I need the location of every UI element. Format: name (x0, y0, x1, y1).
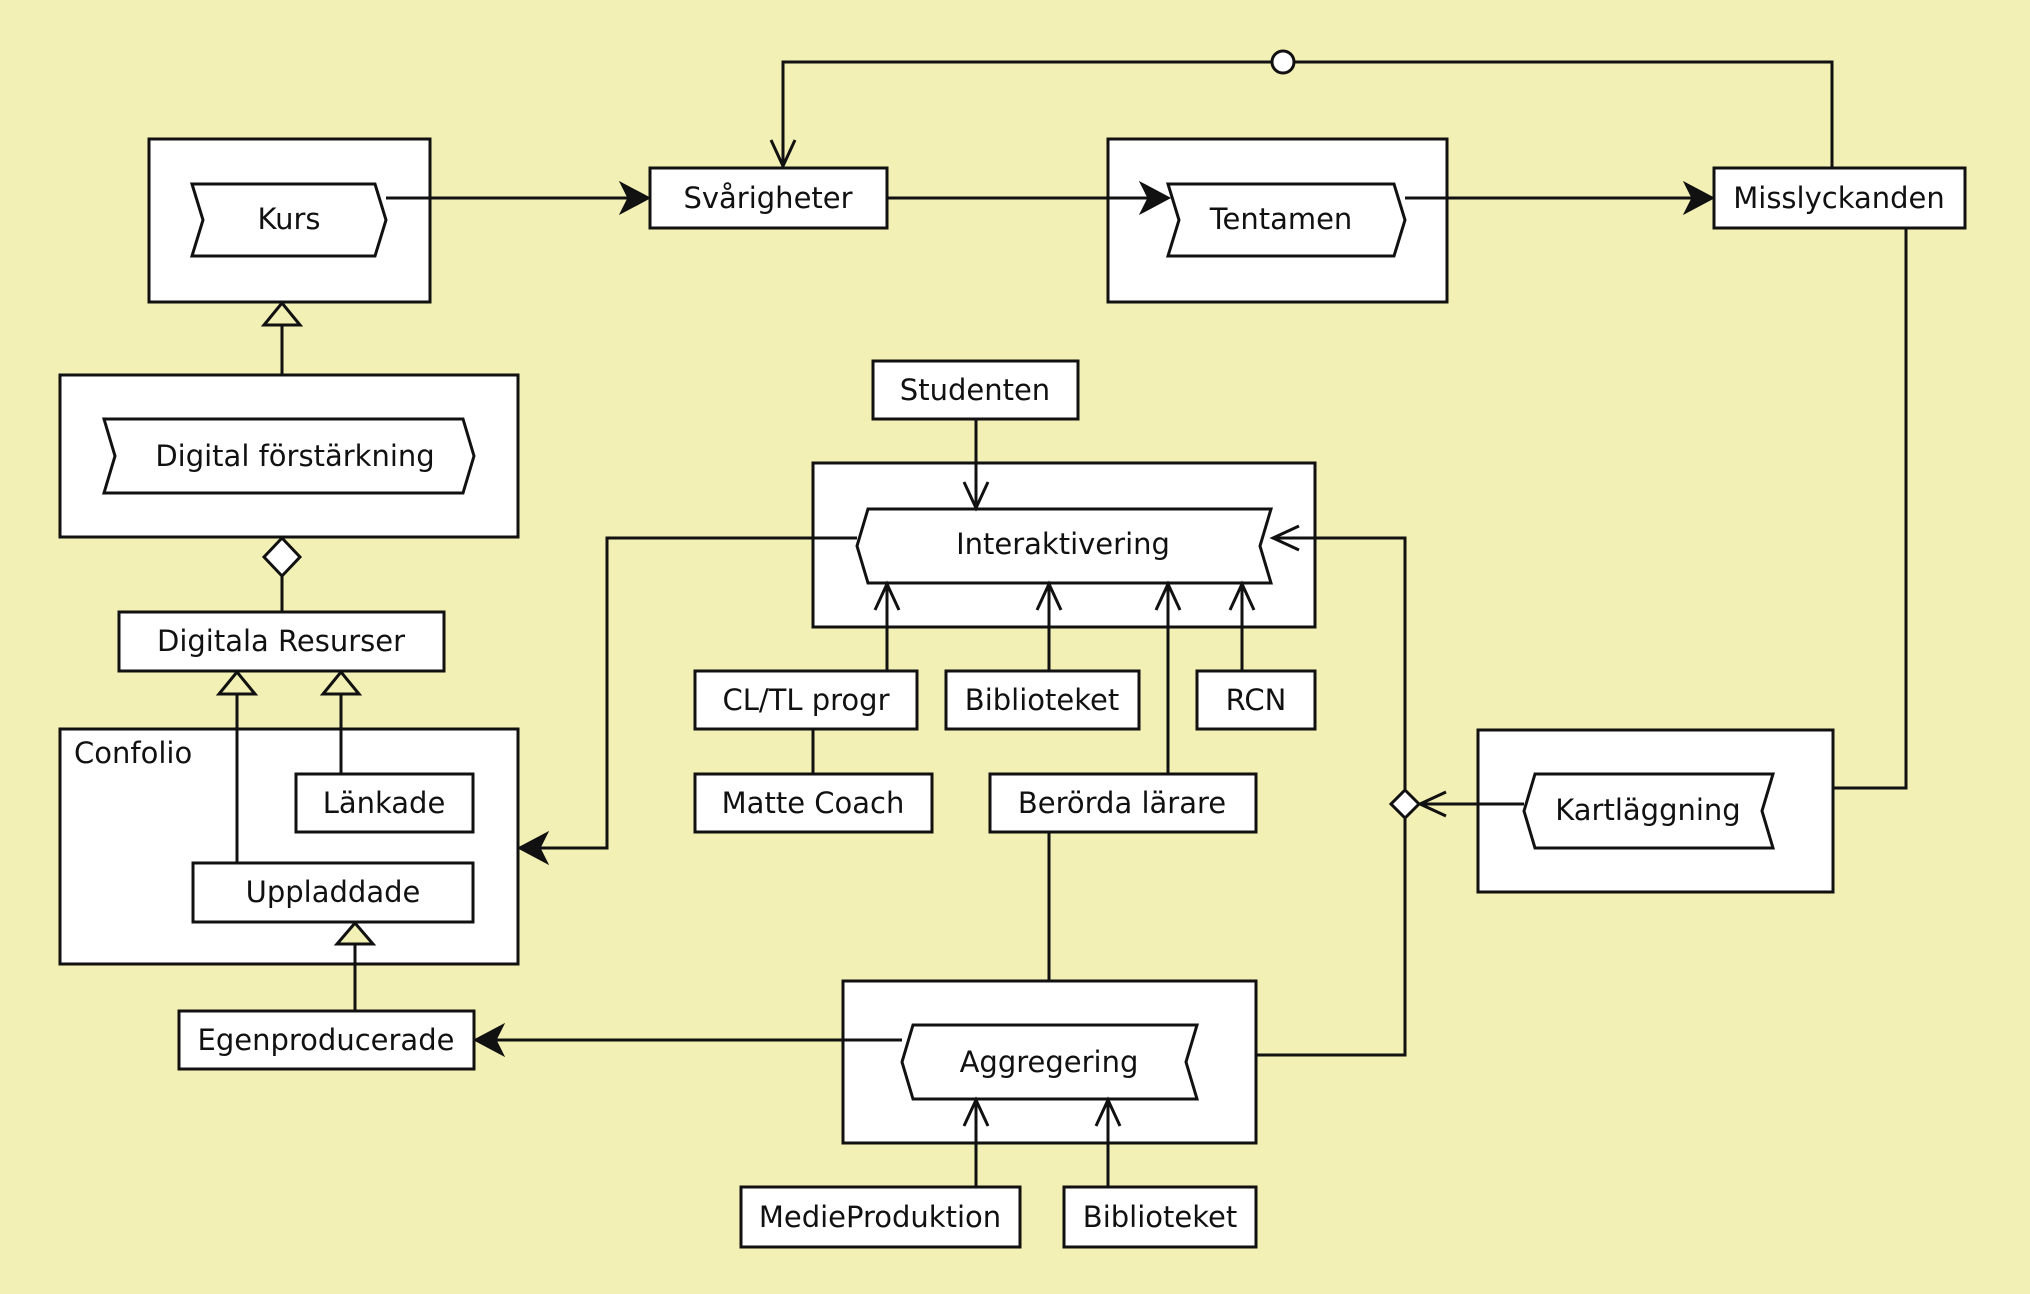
edge-cl-tl-progr-to-interaktivering (873, 580, 901, 671)
edge-lankade-to-digitala-resurser (319, 669, 363, 774)
egenproducerade-node[interactable]: Egenproducerade (177, 1009, 476, 1071)
digitala-resurser-node[interactable]: Digitala Resurser (117, 610, 446, 673)
open-arrow-head-icon (962, 1096, 990, 1127)
kartlaggning-banner[interactable] (1522, 772, 1776, 850)
edge-rcn-to-interaktivering (1228, 580, 1256, 671)
aggregering-banner[interactable] (900, 1023, 1200, 1101)
decision-diamond-icon (1388, 787, 1422, 821)
generalization-triangle-icon (260, 300, 304, 327)
open-arrow-head-icon (873, 580, 901, 611)
matte-coach-label: Matte Coach (722, 786, 905, 820)
misslyckanden-label: Misslyckanden (1733, 181, 1945, 215)
kartlaggning-label: Kartläggning (1555, 793, 1740, 827)
edge-aggregering-to-egenproducerade (472, 1022, 902, 1058)
matte-coach-node[interactable]: Matte Coach (693, 772, 934, 834)
filled-arrow-head-icon (516, 830, 550, 866)
edge-studenten-to-interaktivering (962, 419, 990, 512)
confolio-group: Confolio (58, 727, 520, 966)
open-arrow-head-icon (769, 139, 797, 170)
edge-medieproduktion-to-aggregering (962, 1096, 990, 1187)
generalization-triangle-icon (333, 920, 377, 946)
lankade-node[interactable]: Länkade (294, 772, 475, 834)
open-arrow-head-icon (1269, 524, 1300, 552)
kurs-banner[interactable] (189, 182, 388, 258)
filled-arrow-head-icon (472, 1022, 506, 1058)
tentamen-banner[interactable] (1165, 182, 1407, 258)
berorda-larare-label: Berörda lärare (1018, 786, 1226, 820)
svarigheter-label: Svårigheter (683, 181, 852, 215)
edge-biblioteket-to-interaktivering (1035, 580, 1063, 671)
edge-kartlaggning-junction (1195, 524, 1524, 1069)
kartlaggning-group: Kartläggning (1476, 728, 1835, 894)
digital-forstarkning-banner[interactable] (101, 417, 476, 495)
edge-misslyckanden-to-svarigheter (769, 49, 1834, 170)
uppladdade-label: Uppladdade (246, 875, 421, 909)
filled-arrow-head-icon (618, 180, 652, 216)
biblioteket-2-label: Biblioteket (1083, 1200, 1237, 1234)
cl-tl-progr-node[interactable]: CL/TL progr (693, 669, 919, 731)
egenproducerade-label: Egenproducerade (198, 1023, 455, 1057)
tentamen-label: Tentamen (1209, 202, 1353, 236)
filled-arrow-head-icon (1682, 180, 1716, 216)
edge-digitala-resurser-to-digital-forstarkning (261, 535, 303, 612)
edge-digital-forstarkning-to-kurs (260, 300, 304, 375)
edge-uppladdade-to-digitala-resurser (215, 669, 259, 863)
medieproduktion-node[interactable]: MedieProduktion (739, 1185, 1022, 1249)
open-arrow-head-icon (962, 481, 990, 512)
kurs-label: Kurs (258, 202, 321, 236)
aggregering-group: Aggregering (841, 979, 1258, 1145)
svarigheter-node[interactable]: Svårigheter (648, 166, 889, 230)
berorda-larare-node[interactable]: Berörda lärare (988, 772, 1258, 834)
digital-forstarkning-group: Digital förstärkning (58, 373, 520, 539)
cl-tl-progr-label: CL/TL progr (722, 683, 889, 717)
rcn-node[interactable]: RCN (1195, 669, 1317, 731)
medieproduktion-label: MedieProduktion (759, 1200, 1001, 1234)
edge-kurs-to-svarigheter (386, 180, 652, 216)
confolio-label: Confolio (74, 736, 192, 770)
biblioteket-1-label: Biblioteket (965, 683, 1119, 717)
generalization-triangle-icon (215, 669, 259, 696)
interaktivering-group: Interaktivering (811, 461, 1317, 629)
edge-interaktivering-to-confolio (516, 536, 857, 866)
edge-tentamen-to-misslyckanden (1405, 180, 1716, 216)
open-arrow-head-icon (1094, 1096, 1122, 1127)
edge-egenproducerade-to-uppladdade (333, 920, 377, 1011)
rcn-label: RCN (1226, 683, 1287, 717)
lankade-label: Länkade (323, 786, 446, 820)
digital-forstarkning-label: Digital förstärkning (155, 439, 434, 473)
edge-biblioteket-2-to-aggregering (1094, 1096, 1122, 1187)
kurs-group: Kurs (147, 137, 432, 304)
confolio-frame[interactable] (58, 727, 520, 966)
edge-svarigheter-to-tentamen (887, 180, 1172, 216)
edge-berorda-larare-to-interaktivering (1154, 580, 1182, 774)
misslyckanden-node[interactable]: Misslyckanden (1712, 166, 1967, 230)
junction-circle-icon (1270, 49, 1296, 75)
biblioteket-2-node[interactable]: Biblioteket (1062, 1185, 1258, 1249)
interaktivering-banner[interactable] (855, 507, 1274, 585)
open-arrow-head-icon (1154, 580, 1182, 611)
uppladdade-node[interactable]: Uppladdade (191, 861, 475, 924)
generalization-triangle-icon (319, 669, 363, 696)
open-arrow-head-icon (1035, 580, 1063, 611)
digitala-resurser-label: Digitala Resurser (157, 624, 405, 658)
filled-arrow-head-icon (1138, 180, 1172, 216)
biblioteket-1-node[interactable]: Biblioteket (944, 669, 1141, 731)
studenten-label: Studenten (900, 373, 1050, 407)
tentamen-group: Tentamen (1106, 137, 1449, 304)
aggregering-label: Aggregering (960, 1045, 1139, 1079)
open-arrow-head-icon (1228, 580, 1256, 611)
studenten-node[interactable]: Studenten (871, 359, 1080, 421)
interaktivering-label: Interaktivering (956, 527, 1170, 561)
